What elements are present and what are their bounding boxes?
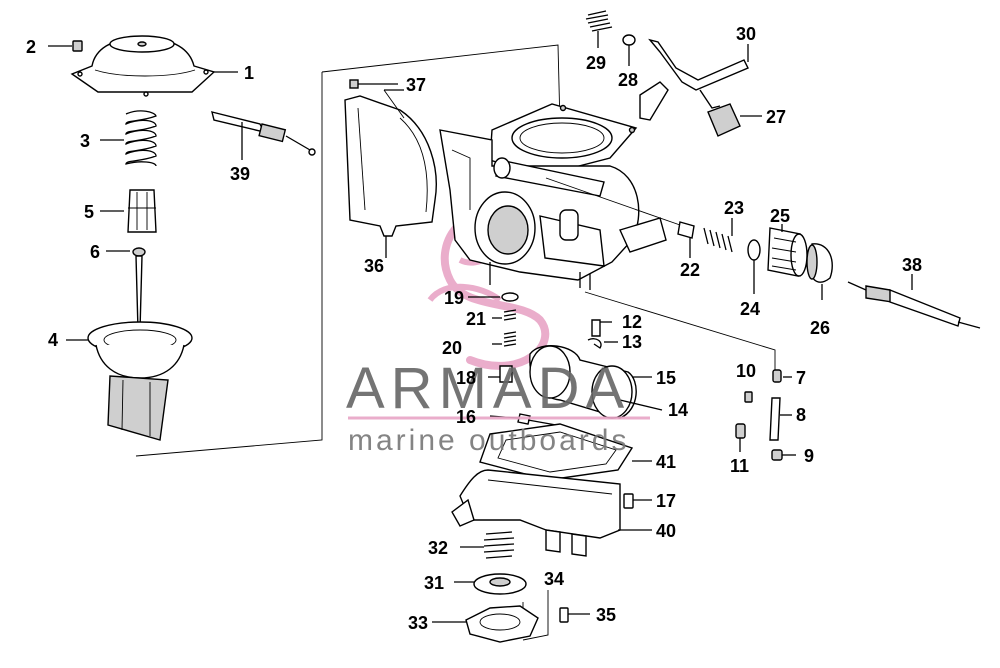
part-15-float <box>529 345 652 419</box>
part-6-needle <box>106 247 146 331</box>
part-18-screw <box>488 365 513 383</box>
part-39-choke-cable <box>211 111 316 160</box>
callout-17: 17 <box>656 491 676 511</box>
part-7-jet <box>772 369 792 383</box>
callout-3: 3 <box>80 131 90 151</box>
callout-39: 39 <box>230 164 250 184</box>
callout-6: 6 <box>90 242 100 262</box>
callout-41: 41 <box>656 452 676 472</box>
part-9-nut <box>771 449 796 461</box>
callout-23: 23 <box>724 198 744 218</box>
part-24-washer <box>747 239 761 294</box>
callout-13: 13 <box>622 332 642 352</box>
callout-15: 15 <box>656 368 676 388</box>
callout-16: 16 <box>456 407 476 427</box>
part-20-spring <box>492 331 517 347</box>
callout-10: 10 <box>736 361 756 381</box>
callout-7: 7 <box>796 368 806 388</box>
part-27-sensor <box>707 103 762 137</box>
part-1-top-cover <box>70 35 238 97</box>
callout-33: 33 <box>408 613 428 633</box>
part-33-cover <box>432 605 539 643</box>
callout-34: 34 <box>544 569 564 589</box>
callout-2: 2 <box>26 37 36 57</box>
callout-4: 4 <box>48 330 58 350</box>
callout-9: 9 <box>804 446 814 466</box>
callout-26: 26 <box>810 318 830 338</box>
part-12-pin <box>591 319 612 337</box>
part-3-spring <box>100 110 157 167</box>
part-23-spring <box>703 218 733 253</box>
part-carburetor-body <box>439 103 681 290</box>
callout-14: 14 <box>668 400 688 420</box>
callout-5: 5 <box>84 202 94 222</box>
callout-25: 25 <box>770 206 790 226</box>
callout-27: 27 <box>766 107 786 127</box>
callout-labels: 1 2 3 4 5 6 7 8 9 10 11 12 13 14 15 16 1… <box>26 24 922 633</box>
part-29-spring <box>585 10 613 48</box>
part-37-screw <box>349 79 405 119</box>
part-4-piston-diaphragm <box>66 321 193 441</box>
callout-24: 24 <box>740 299 760 319</box>
part-26-cap <box>806 243 833 300</box>
part-30-hose <box>639 38 749 121</box>
part-38-cable <box>847 274 981 329</box>
part-36-side-cover <box>344 95 437 258</box>
armada-watermark: ARMADA marine outboards <box>346 356 650 457</box>
assembly-reference-lines <box>135 44 776 641</box>
callout-29: 29 <box>586 53 606 73</box>
callout-38: 38 <box>902 255 922 275</box>
part-21-spring <box>492 309 517 321</box>
part-19-o-ring <box>468 292 519 302</box>
callout-30: 30 <box>736 24 756 44</box>
part-28-o-ring <box>622 34 636 66</box>
part-40-float-bowl <box>451 469 652 557</box>
part-8-tube <box>769 397 792 441</box>
callout-31: 31 <box>424 573 444 593</box>
part-14-float-pin <box>619 399 663 411</box>
part-32-spring <box>460 531 515 559</box>
callout-28: 28 <box>618 70 638 90</box>
callout-18: 18 <box>456 368 476 388</box>
part-13-clip <box>587 338 618 349</box>
part-17-screw <box>623 493 652 509</box>
watermark-tagline: marine outboards <box>348 424 629 457</box>
part-41-float-bowl-gasket <box>479 423 652 481</box>
callout-20: 20 <box>442 338 462 358</box>
callout-19: 19 <box>444 288 464 308</box>
part-22-screw <box>677 221 695 258</box>
part-2-screw <box>48 40 83 52</box>
callout-12: 12 <box>622 312 642 332</box>
callout-36: 36 <box>364 256 384 276</box>
callout-22: 22 <box>680 260 700 280</box>
callout-35: 35 <box>596 605 616 625</box>
watermark-brand: ARMADA <box>346 356 630 421</box>
callout-37: 37 <box>406 75 426 95</box>
callout-21: 21 <box>466 309 486 329</box>
callout-40: 40 <box>656 521 676 541</box>
callout-32: 32 <box>428 538 448 558</box>
part-10-jet <box>744 391 753 403</box>
part-5-needle-clip <box>100 189 157 233</box>
part-31-diaphragm <box>454 573 527 595</box>
part-11-jet <box>735 423 746 452</box>
part-35-screw <box>559 607 590 623</box>
callout-8: 8 <box>796 405 806 425</box>
part-25-filter <box>767 224 808 277</box>
callout-1: 1 <box>244 63 254 83</box>
callout-11: 11 <box>730 456 749 476</box>
